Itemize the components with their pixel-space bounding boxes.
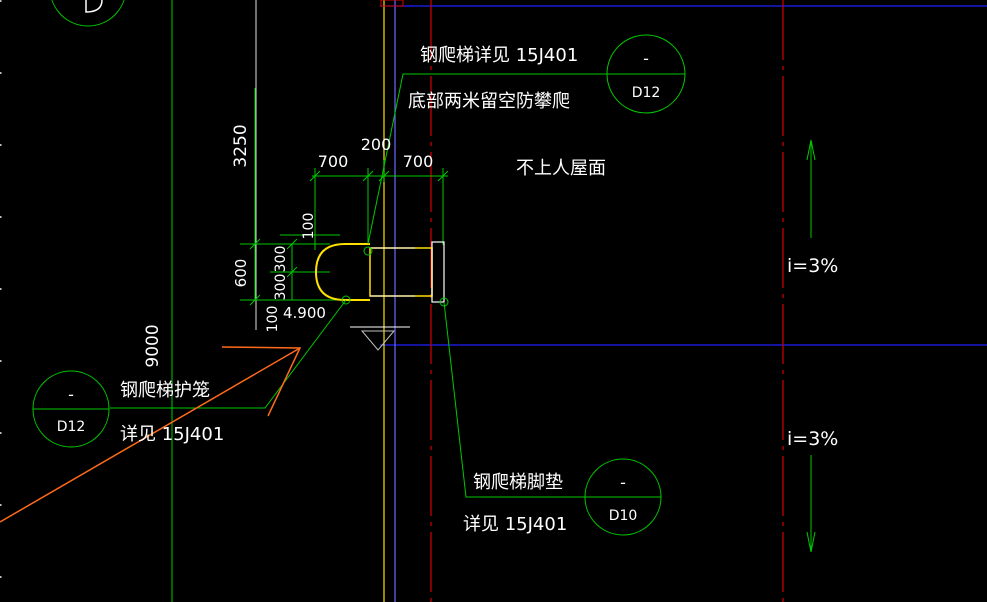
slope-arrow-top-head	[806, 139, 816, 161]
dim-tick-5	[309, 170, 321, 182]
red-corner-mark	[380, 0, 404, 7]
detail-marker-bottom: - D10	[584, 458, 662, 536]
detail-marker-left: - D12	[32, 370, 110, 448]
slope-bottom-text: i=3%	[787, 428, 838, 450]
dim-text-300-lower: 300	[273, 274, 289, 301]
detail-marker-top-upper: -	[643, 49, 649, 68]
bottom-note-text: 底部两米留空防攀爬	[408, 91, 570, 112]
leader-cage	[110, 299, 347, 409]
foot-line2-text: 详见 15J401	[463, 514, 567, 535]
anchor-point-1	[363, 246, 373, 256]
dim-text-300-upper: 300	[273, 246, 289, 273]
slope-top-text: i=3%	[787, 255, 838, 277]
dim-text-100-bottom: 100	[265, 306, 281, 333]
dim-tick-2	[249, 294, 261, 306]
dim-tick-7	[378, 170, 390, 182]
dim-text-100-top: 100	[301, 213, 317, 240]
detail-marker-bottom-lower: D10	[609, 508, 638, 524]
dim-text-700-right: 700	[403, 152, 434, 171]
anchor-point-2	[341, 295, 351, 305]
level-triangle	[360, 330, 396, 351]
slope-arrow-bottom-head	[806, 531, 816, 553]
orange-arrow-head	[221, 346, 302, 417]
ladder-body	[369, 247, 433, 297]
foot-line1-text: 钢爬梯脚垫	[473, 472, 563, 493]
dim-text-600: 600	[232, 259, 250, 288]
dim-tick-4	[286, 238, 298, 250]
leader-foot	[443, 301, 588, 498]
dim-tick-6	[362, 170, 374, 182]
roof-note-text: 不上人屋面	[516, 158, 606, 179]
cage-line1-text: 钢爬梯护笼	[120, 380, 210, 401]
level-text: 4.900	[283, 304, 326, 322]
ladder-plate	[431, 241, 445, 303]
dim-tick-3	[286, 266, 298, 278]
detail-marker-left-lower: D12	[57, 419, 86, 435]
detail-marker-bottom-upper: -	[620, 473, 626, 492]
orange-arrow-shaft	[0, 347, 301, 523]
detail-marker-top: - D12	[606, 34, 686, 114]
dim-tick-8	[437, 170, 449, 182]
ladder-cage	[314, 243, 370, 301]
dim-text-200: 200	[361, 135, 392, 154]
ladder-detail-text: 钢爬梯详见 15J401	[420, 45, 578, 66]
leader-ladder-detail	[367, 73, 610, 245]
axis-bubble-partial	[51, 0, 125, 27]
dim-text-3250: 3250	[231, 124, 251, 167]
axis-bubble-letter	[85, 0, 103, 13]
dim-tick-1	[249, 238, 261, 250]
dim-text-9000: 9000	[143, 324, 163, 367]
detail-marker-top-lower: D12	[632, 85, 661, 101]
dim-text-700-left: 700	[318, 152, 349, 171]
detail-marker-left-upper: -	[68, 385, 74, 404]
cage-line2-text: 详见 15J401	[120, 424, 224, 445]
